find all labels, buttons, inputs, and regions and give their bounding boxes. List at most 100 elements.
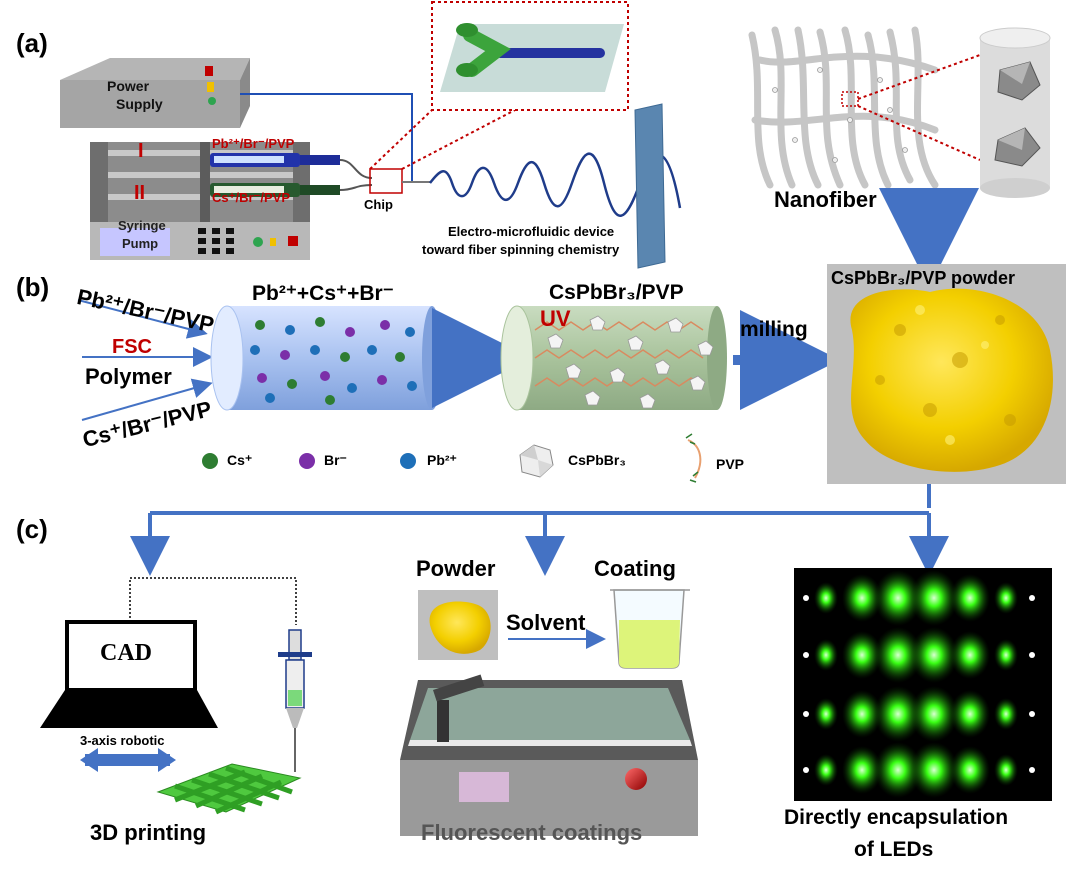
solvent-label: Solvent (506, 610, 586, 635)
led-glow (994, 582, 1018, 614)
led-label-line1: Directly encapsulation (784, 806, 1009, 829)
fiber-cross-section (979, 27, 1051, 198)
laptop-cad (40, 620, 218, 728)
power-supply-box (60, 58, 250, 128)
led-glow (910, 742, 958, 798)
cad-label: CAD (100, 640, 152, 666)
led-glow (814, 582, 838, 614)
led-glow (910, 686, 958, 742)
nanocrystals-in-tube (547, 315, 714, 409)
legend-marker-br (299, 453, 315, 469)
led-glow (814, 754, 838, 786)
fsc-label: FSC (112, 336, 152, 358)
channel-label-2: II (134, 182, 146, 204)
led-glow (842, 631, 882, 679)
reaction-tube-2 (500, 305, 727, 411)
led-glow (994, 639, 1018, 671)
led-glow (910, 570, 958, 626)
legend-label-br: Br⁻ (324, 452, 347, 468)
printing-label: 3D printing (90, 820, 207, 845)
cad-link (129, 577, 297, 625)
polymer-label: Polymer (85, 364, 172, 389)
device-caption-line1: Electro-microfluidic device (448, 224, 615, 239)
reaction-tube-1 (210, 305, 442, 411)
panel-label-c: (c) (16, 514, 48, 544)
reagent-label-2: Cs⁺/Br⁻/PVP (212, 190, 291, 205)
legend-label-cspbbr3: CsPbBr₃ (568, 452, 626, 468)
led-glow (994, 754, 1018, 786)
collector-plate (634, 103, 666, 269)
chip-channel (495, 48, 605, 58)
syringe-1 (210, 153, 340, 167)
robotic-label: 3-axis robotic (80, 733, 165, 748)
led-glow (994, 698, 1018, 730)
syringe-pump-label-line1: Syringe (118, 218, 166, 233)
tube-1-title: Pb²⁺+Cs⁺+Br⁻ (252, 282, 394, 305)
milling-label: milling (740, 318, 808, 341)
coating-beaker (610, 589, 690, 669)
coating-label: Coating (594, 556, 676, 581)
led-glow (874, 686, 922, 742)
powder-thumbnail (418, 590, 498, 660)
led-side-dot (1029, 711, 1035, 717)
film-coater (400, 674, 698, 836)
legend-label-pb: Pb²⁺ (427, 452, 457, 468)
input-arrow-1 (77, 299, 208, 339)
led-glow (950, 690, 990, 738)
led-side-dot (1029, 652, 1035, 658)
led-glow (874, 627, 922, 683)
power-supply-label-line2: Supply (116, 96, 163, 112)
led-side-dot (1029, 595, 1035, 601)
led-side-dot (803, 767, 809, 773)
chip-box (369, 168, 403, 194)
led-glow (842, 690, 882, 738)
led-glow (874, 570, 922, 626)
distribution-arrows (130, 484, 949, 576)
led-side-dot (803, 595, 809, 601)
led-glow (814, 698, 838, 730)
led-side-dot (803, 711, 809, 717)
reagent-label-1: Pb²⁺/Br⁻/PVP (212, 136, 295, 151)
input-arrow-3 (81, 378, 213, 421)
powder-title: CsPbBr₃/PVP powder (831, 268, 1016, 288)
legend-marker-pvp (687, 439, 702, 479)
syringe-2 (210, 183, 340, 197)
power-supply-label-line1: Power (107, 78, 150, 94)
led-side-dot (1029, 767, 1035, 773)
panel-label-a: (a) (16, 28, 48, 58)
led-glow (874, 742, 922, 798)
led-side-dot (803, 652, 809, 658)
legend-label-pvp: PVP (716, 456, 745, 472)
panel-label-b: (b) (16, 272, 50, 302)
device-caption-line2: toward fiber spinning chemistry (422, 242, 620, 257)
powder-label: Powder (416, 556, 496, 581)
print-syringe (278, 629, 312, 772)
legend-label-cs: Cs⁺ (227, 452, 253, 468)
printed-mesh (156, 763, 302, 815)
ions-in-tube (250, 317, 417, 405)
led-glow (910, 627, 958, 683)
uv-label: UV (540, 306, 571, 331)
led-glow (950, 746, 990, 794)
led-label-line2: of LEDs (854, 838, 934, 861)
nanofiber-label: Nanofiber (774, 187, 877, 212)
led-glow (950, 574, 990, 622)
syringe-pump-label-line2: Pump (122, 236, 159, 251)
fluorescent-coatings-label: Fluorescent coatings (421, 820, 643, 845)
legend-marker-pb (400, 453, 416, 469)
led-glow (950, 631, 990, 679)
led-glow (814, 639, 838, 671)
power-wire (240, 93, 413, 183)
led-array (803, 570, 1035, 798)
legend-marker-cspbbr3 (519, 444, 554, 478)
powder-photo (827, 264, 1066, 484)
led-glow (842, 574, 882, 622)
led-glow (842, 746, 882, 794)
tube-2-title: CsPbBr₃/PVP (549, 281, 684, 304)
legend-marker-cs (202, 453, 218, 469)
channel-label-1: I (138, 140, 144, 162)
chip-label: Chip (364, 197, 393, 212)
nanofiber-mesh (748, 26, 939, 189)
